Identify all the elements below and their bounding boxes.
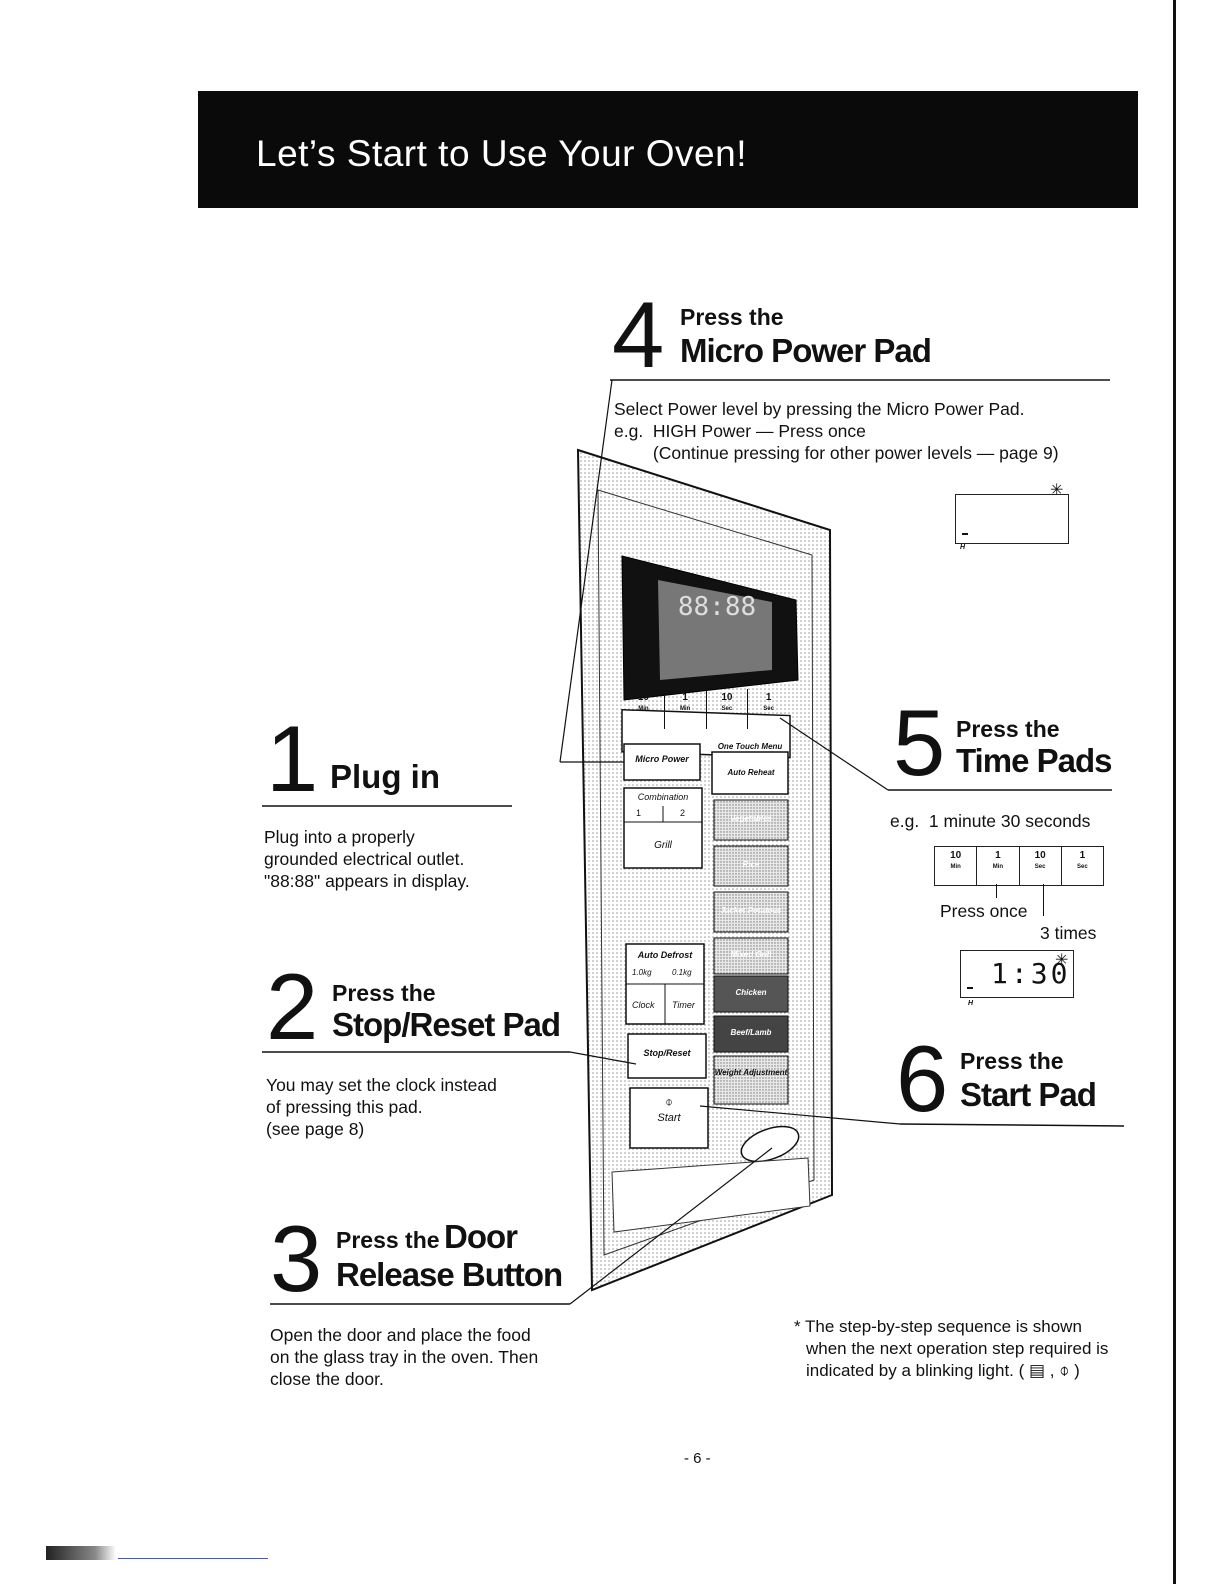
step-4-heading: Micro Power Pad <box>680 332 932 369</box>
jacket-potatoes-button[interactable]: Jacket Potatoes <box>720 906 782 915</box>
scan-line <box>118 1558 268 1559</box>
scan-artifact <box>46 1546 116 1560</box>
step-1-line: grounded electrical outlet. <box>264 849 465 869</box>
page-border <box>1173 0 1176 1584</box>
step-3-body: Open the door and place the food on the … <box>270 1324 538 1390</box>
auto-reheat-button[interactable]: Auto Reheat <box>727 768 775 777</box>
weight-adjustment-button[interactable]: Weight Adjustment <box>714 1068 788 1077</box>
step-1-body: Plug into a properly grounded electrical… <box>264 826 470 892</box>
footnote: * The step-by-step sequence is shown whe… <box>794 1316 1108 1382</box>
step-6-heading: Start Pad <box>960 1076 1097 1113</box>
step-5-subheading: Press the <box>956 716 1060 742</box>
step-5-example: e.g. 1 minute 30 seconds <box>890 811 1091 831</box>
page-title: Let’s Start to Use Your Oven! <box>256 133 747 174</box>
grill-button[interactable]: Grill <box>654 840 672 851</box>
step-4-display: ✳ <box>955 483 1069 544</box>
step-3-line: Open the door and place the food <box>270 1325 531 1345</box>
step-3-subheading: Press the Door <box>336 1218 518 1256</box>
start-button[interactable]: Start <box>657 1112 681 1124</box>
step-2-body: You may set the clock instead of pressin… <box>266 1074 497 1140</box>
step-1-line: Plug into a properly <box>264 827 415 847</box>
blinking-light-icon: ✳ <box>1050 482 1064 499</box>
step-4-subheading: Press the <box>680 304 784 330</box>
press-once-pointer <box>996 884 997 898</box>
step-2-line: of pressing this pad. <box>266 1097 423 1117</box>
press-once-label: Press once <box>940 901 1028 921</box>
step-4-body: Select Power level by pressing the Micro… <box>614 398 1059 464</box>
step-4-display-h: H <box>960 544 966 551</box>
step-5-display-time: 1:30 <box>991 957 1071 990</box>
header-banner: Let’s Start to Use Your Oven! <box>198 91 1138 208</box>
beef-lamb-button[interactable]: Beef/Lamb <box>730 1028 772 1037</box>
step-3-door: Door <box>444 1218 518 1255</box>
step-5-display: 1:30 ✳ <box>960 950 1074 998</box>
step-1-heading: Plug in <box>330 758 440 795</box>
combination-1-button[interactable]: 1 <box>636 808 642 818</box>
blinking-light-icon: ✳ <box>1055 952 1069 969</box>
step-4-line: e.g. HIGH Power — Press once <box>614 421 866 441</box>
step-2-line: You may set the clock instead <box>266 1075 497 1095</box>
step-2-heading: Stop/Reset Pad <box>332 1006 561 1043</box>
defrost-1kg-button[interactable]: 1.0kg <box>632 968 652 977</box>
step-3-line: on the glass tray in the oven. Then <box>270 1347 539 1367</box>
lcd-segment <box>967 987 973 989</box>
step-3-press-the: Press the <box>336 1227 440 1253</box>
combination-label: Combination <box>637 792 689 802</box>
clock-button[interactable]: Clock <box>632 1000 655 1010</box>
step-5-display-h: H <box>968 1000 974 1007</box>
vegetables-button[interactable]: Vegetables <box>730 814 772 823</box>
step-1-line: "88:88" appears in display. <box>264 871 470 891</box>
step-4-line: (Continue pressing for other power level… <box>614 443 1059 463</box>
stop-reset-button[interactable]: Stop/Reset <box>643 1048 691 1058</box>
chicken-button[interactable]: Chicken <box>735 988 767 997</box>
micro-power-button[interactable]: Micro Power <box>635 754 689 764</box>
three-times-pointer <box>1043 884 1044 916</box>
combination-2-button[interactable]: 2 <box>680 808 686 818</box>
panel-display-text: 88:88 <box>677 592 757 622</box>
defrost-01kg-button[interactable]: 0.1kg <box>672 968 692 977</box>
step-2-line: (see page 8) <box>266 1119 365 1139</box>
step-4-line: Select Power level by pressing the Micro… <box>614 399 1025 419</box>
step-2-number: 2 <box>266 954 319 1059</box>
step-6-subheading: Press the <box>960 1048 1064 1074</box>
footnote-line: * The step-by-step sequence is shown <box>794 1317 1082 1336</box>
step-1-number: 1 <box>266 706 319 811</box>
step-2-subheading: Press the <box>332 980 436 1006</box>
footnote-line: when the next operation step required is <box>806 1339 1109 1358</box>
auto-defrost-label: Auto Defrost <box>637 950 693 960</box>
page-number: - 6 - <box>684 1450 711 1467</box>
start-symbol-icon: ⌽ <box>665 1094 673 1109</box>
step-5-heading: Time Pads <box>956 742 1112 779</box>
lcd-segment <box>962 533 968 535</box>
step-3-line: close the door. <box>270 1369 384 1389</box>
timer-button[interactable]: Timer <box>672 1000 695 1010</box>
step-6-number: 6 <box>896 1026 949 1131</box>
one-touch-menu-label: One Touch Menu <box>712 742 788 751</box>
step-3-number: 3 <box>270 1206 323 1311</box>
step-5-number: 5 <box>893 690 946 795</box>
step-3-heading: Release Button <box>336 1256 563 1293</box>
footnote-line: indicated by a blinking light. ( ▤ , ⌽ ) <box>806 1361 1080 1380</box>
three-times-label: 3 times <box>1040 923 1097 943</box>
rice-button[interactable]: Rice <box>742 860 760 869</box>
step-4-number: 4 <box>612 282 665 387</box>
mixed-grill-button[interactable]: Mixed Grill <box>730 950 772 959</box>
